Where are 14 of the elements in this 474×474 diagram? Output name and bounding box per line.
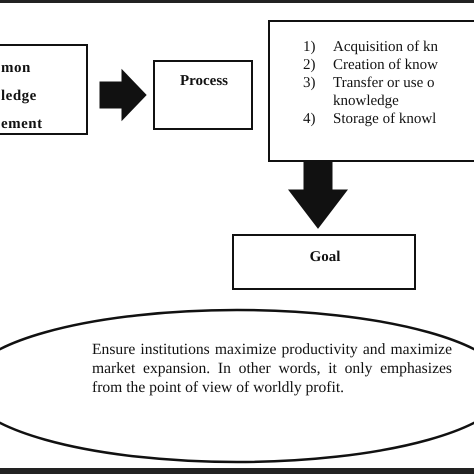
list-item: 1) Acquisition of kn bbox=[303, 38, 439, 56]
block-arrow bbox=[288, 162, 348, 229]
list-item: 3) Transfer or use o knowledge bbox=[303, 74, 436, 110]
list-item: 2) Creation of know bbox=[303, 56, 439, 74]
block-arrow bbox=[100, 68, 147, 122]
node-label: Process bbox=[178, 72, 230, 90]
node-label: mon ledge ement bbox=[1, 59, 44, 134]
node-label: Goal bbox=[308, 248, 342, 266]
description-text: Ensure institutions maximize productivity and maximize market expansion. In other words, it only emphasizes from the point of view of worldly profit. bbox=[92, 340, 452, 397]
process-box bbox=[0, 44, 88, 135]
list-box bbox=[268, 20, 474, 162]
process-box bbox=[153, 60, 253, 130]
list-item: 4) Storage of knowl bbox=[303, 110, 438, 128]
goal-box bbox=[232, 234, 416, 290]
